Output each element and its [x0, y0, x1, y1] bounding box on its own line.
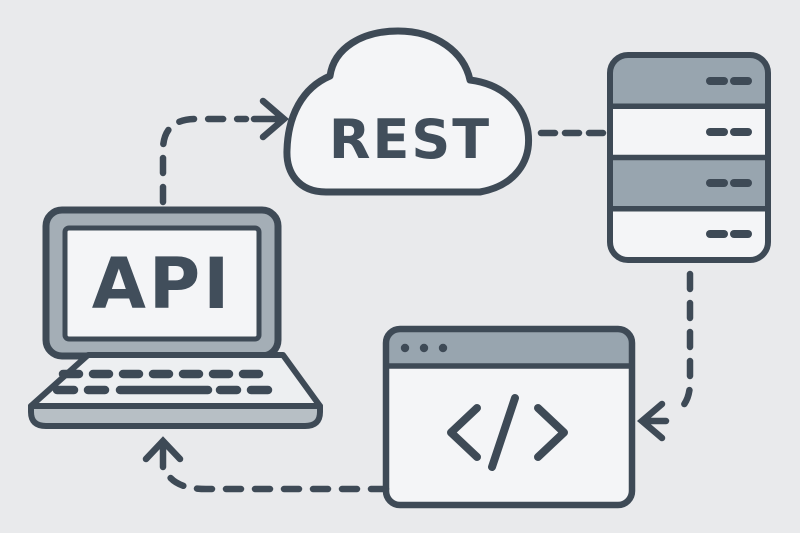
code-icon	[447, 394, 568, 471]
laptop-label: API	[92, 243, 233, 325]
arrowhead-left	[636, 400, 670, 442]
laptop-keyboard-keys	[52, 369, 273, 395]
laptop-icon: API	[28, 206, 323, 429]
server-led-dashes	[706, 77, 752, 238]
arrow-browser-to-laptop	[142, 436, 390, 493]
arrow-server-to-browser	[636, 270, 694, 442]
laptop-base-bar	[28, 403, 323, 429]
browser-icon	[382, 325, 636, 509]
browser-outline	[382, 325, 636, 509]
cloud-label: REST	[329, 108, 491, 171]
browser-titlebar-dots	[400, 343, 448, 353]
cloud-shape	[283, 27, 533, 196]
server-outline	[607, 52, 771, 263]
arrowhead-up	[142, 436, 184, 471]
arrowhead-right	[250, 97, 289, 141]
cloud-icon: REST	[283, 27, 533, 196]
laptop-screen	[62, 225, 262, 342]
server-icon	[607, 52, 771, 263]
arrow-laptop-to-cloud	[159, 97, 289, 206]
